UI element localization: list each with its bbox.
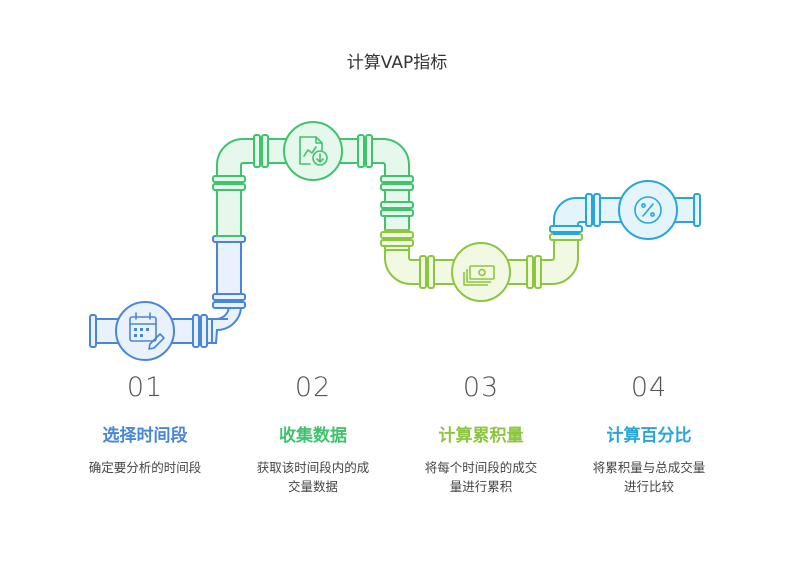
step-desc-line: 量进行累积	[449, 479, 513, 494]
pipe-segment-lime	[380, 229, 583, 289]
pipe-segment-blue	[89, 235, 246, 348]
money-stack-icon	[451, 242, 511, 302]
step-label-4: 计算百分比	[606, 426, 692, 446]
step-number-3: 03	[397, 372, 565, 403]
step-label-3: 计算累积量	[438, 426, 524, 446]
step-number-text: 03	[462, 372, 500, 403]
step-desc-1: 确定要分析的时间段	[61, 458, 229, 477]
step-desc-line: 将每个时间段的成交	[424, 460, 538, 475]
step-desc-line: 交量数据	[287, 479, 338, 494]
calendar-edit-icon	[115, 301, 175, 361]
step-label-2: 收集数据	[279, 426, 347, 446]
step-desc-line: 将累积量与总成交量	[592, 460, 706, 475]
step-number-1: 01	[61, 372, 229, 403]
chart-download-icon	[283, 121, 343, 181]
step-desc-2: 获取该时间段内的成 交量数据	[229, 458, 397, 496]
step-desc-4: 将累积量与总成交量 进行比较	[565, 458, 733, 496]
step-number-text: 02	[294, 372, 332, 403]
step-desc-line: 获取该时间段内的成	[256, 460, 370, 475]
step-number-4: 04	[565, 372, 733, 403]
step-number-text: 01	[126, 372, 164, 403]
percent-icon	[618, 180, 678, 240]
diagram-title: 计算VAP指标	[346, 53, 448, 73]
step-number-text: 04	[630, 372, 668, 403]
step-number-2: 02	[229, 372, 397, 403]
step-label-1: 选择时间段	[102, 426, 188, 446]
step-desc-line: 进行比较	[623, 479, 674, 494]
step-desc-3: 将每个时间段的成交 量进行累积	[397, 458, 565, 496]
step-desc-line: 确定要分析的时间段	[88, 460, 202, 475]
